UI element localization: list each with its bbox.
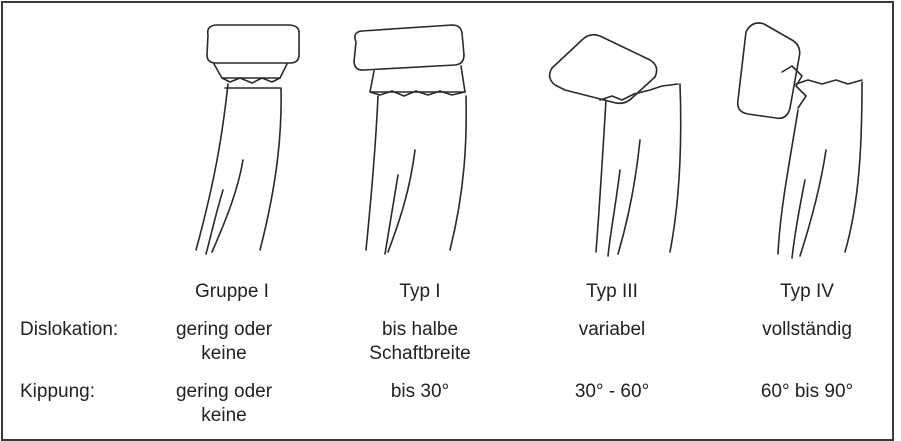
tilt-typ-iv: 60° bis 90° [761, 380, 853, 403]
tilt-gruppe-i-line1: gering oder [176, 380, 272, 403]
dislocation-typ-iv: vollständig [762, 318, 852, 341]
dislocation-typ-i-line1: bis halbe [382, 318, 458, 341]
row-label-tilt: Kippung: [20, 380, 95, 403]
column-title-typ-iv: Typ IV [780, 280, 834, 303]
column-title-gruppe-i: Gruppe I [195, 280, 269, 303]
tilt-typ-i: bis 30° [391, 380, 449, 403]
tilt-typ-iii: 30° - 60° [575, 380, 649, 403]
bone-typ-iv [738, 23, 862, 258]
row-label-dislocation: Dislokation: [20, 318, 118, 341]
dislocation-typ-i-line2: Schaftbreite [369, 342, 470, 365]
dislocation-typ-iii: variabel [579, 318, 646, 341]
column-title-typ-i: Typ I [399, 280, 440, 303]
dislocation-gruppe-i-line1: gering oder [176, 318, 272, 341]
tilt-gruppe-i-line2: keine [201, 404, 246, 427]
bone-gruppe-i [196, 25, 299, 254]
bone-typ-iii [550, 35, 681, 256]
bone-typ-i [354, 25, 466, 254]
dislocation-gruppe-i-line2: keine [201, 342, 246, 365]
column-title-typ-iii: Typ III [586, 280, 638, 303]
